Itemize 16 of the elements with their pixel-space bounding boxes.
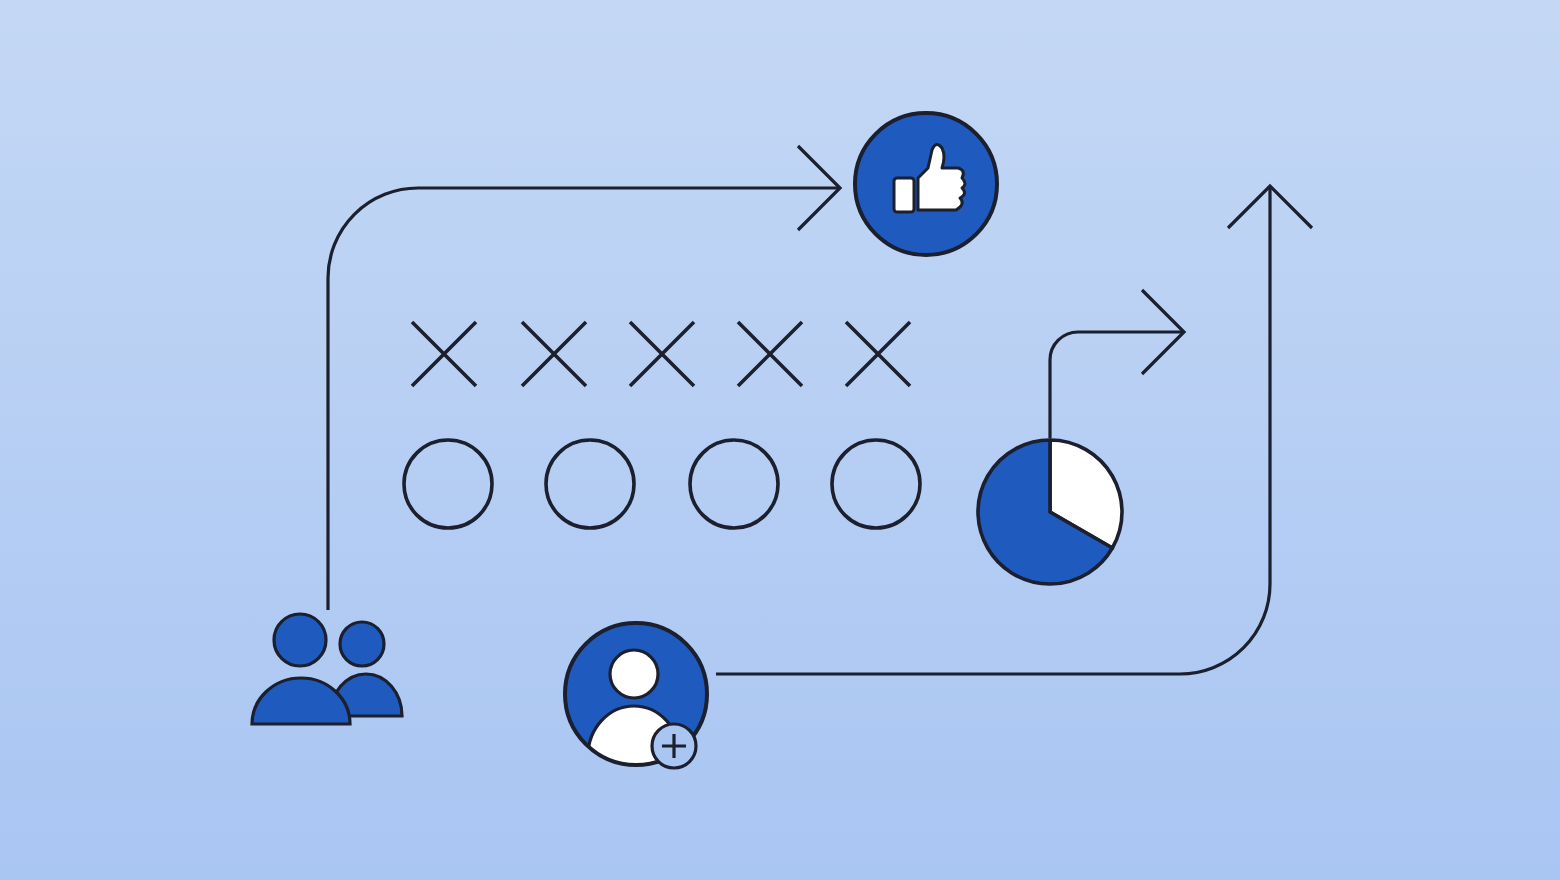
empty-circle <box>544 438 636 530</box>
arrow <box>326 144 842 610</box>
cross-mark <box>844 320 912 388</box>
cross-mark <box>520 320 588 388</box>
cross-mark <box>628 320 696 388</box>
cross-mark <box>736 320 804 388</box>
empty-circle <box>830 438 922 530</box>
people-group-icon <box>248 610 408 730</box>
pie-chart <box>976 438 1124 586</box>
cross-mark <box>410 320 478 388</box>
thumbs-up-icon <box>852 110 1000 258</box>
add-user-icon <box>560 620 704 772</box>
empty-circle <box>402 438 494 530</box>
arrow <box>716 184 1314 676</box>
arrow <box>1048 288 1186 438</box>
empty-circle <box>688 438 780 530</box>
